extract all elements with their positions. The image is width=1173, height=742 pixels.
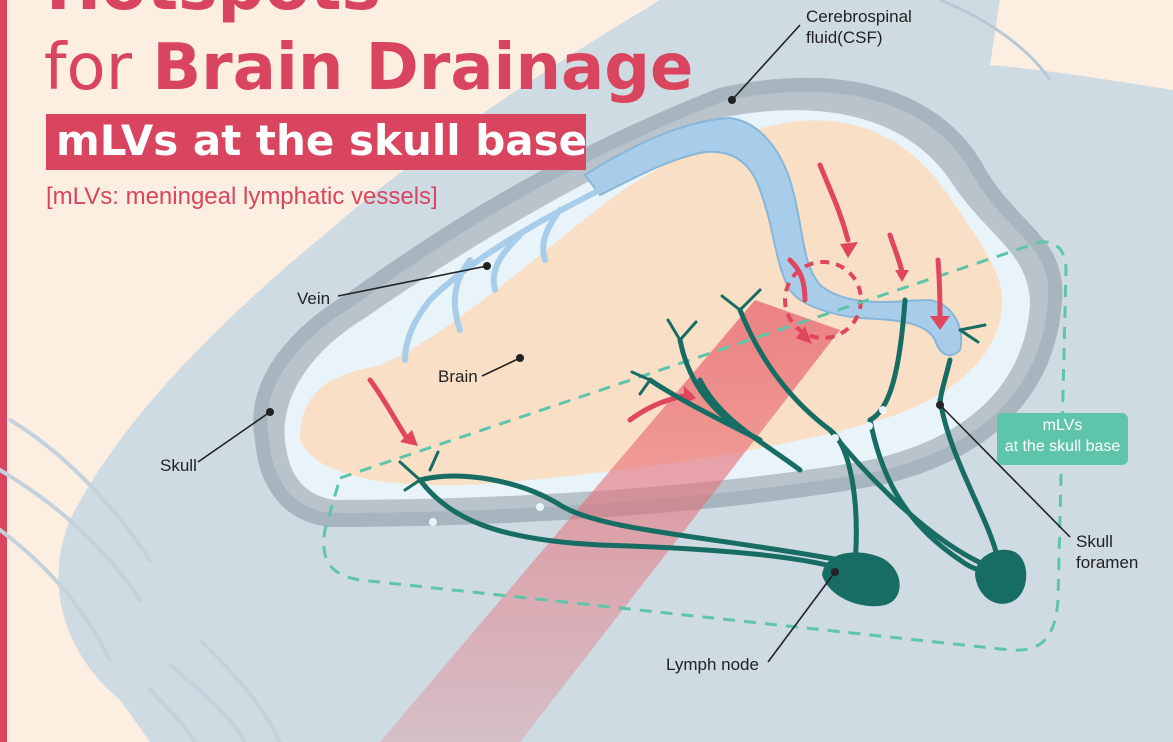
accent-bar: [0, 0, 7, 742]
skull-foramen-line2: foramen: [1076, 552, 1138, 573]
title-emphasis: Brain Drainage: [152, 31, 693, 105]
title-line-1: Hotspots: [46, 0, 381, 20]
mlvs-tag-line2: at the skull base: [997, 437, 1128, 458]
skull-foramen-line1: Skull: [1076, 531, 1138, 552]
lymph-node-label: Lymph node: [666, 654, 759, 675]
csf-label: Cerebrospinal fluid(CSF): [806, 6, 912, 49]
mlvs-tag: mLVs at the skull base: [997, 416, 1128, 458]
vein-label: Vein: [297, 288, 330, 309]
title-line-2: for Brain Drainage: [44, 36, 693, 100]
csf-label-line1: Cerebrospinal: [806, 6, 912, 27]
csf-label-line2: fluid(CSF): [806, 27, 912, 48]
mlvs-tag-line1: mLVs: [997, 416, 1128, 437]
title-prefix: for: [44, 31, 152, 105]
subtitle: mLVs at the skull base: [56, 116, 587, 166]
skull-label: Skull: [160, 455, 197, 476]
skull-foramen-label: Skull foramen: [1076, 531, 1138, 574]
brain-label: Brain: [438, 366, 478, 387]
abbreviation-note: [mLVs: meningeal lymphatic vessels]: [46, 183, 438, 211]
